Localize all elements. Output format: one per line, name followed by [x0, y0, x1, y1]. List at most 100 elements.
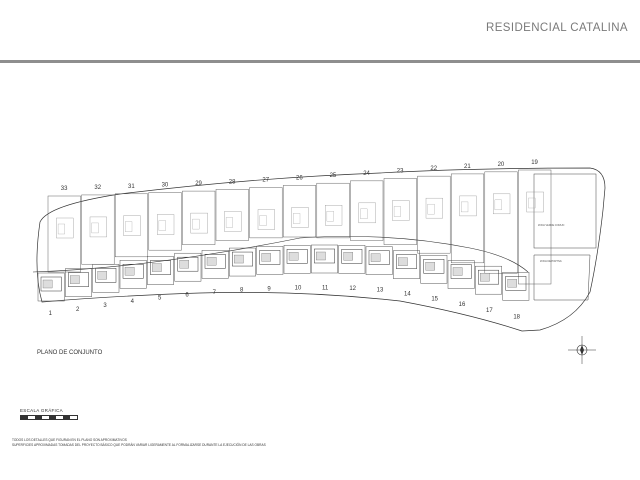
house-footprint [368, 250, 390, 265]
house-footprint [257, 209, 275, 230]
plot-number: 7 [213, 290, 217, 296]
plot-upper: 32 [81, 185, 115, 265]
house-footprint [505, 276, 527, 291]
plot-lower: 5 [147, 256, 174, 301]
plot-number: 23 [397, 168, 404, 174]
plot-lower: 15 [420, 255, 448, 303]
house-footprint [122, 264, 144, 279]
house-footprint [259, 250, 281, 265]
plot-lower: 2 [65, 268, 92, 313]
plot-number: 26 [296, 175, 303, 181]
house-footprint [478, 269, 499, 285]
plot-lower: 7 [201, 250, 229, 296]
plot-number: 15 [431, 297, 438, 303]
house-footprint [526, 191, 544, 213]
plot-lower: 6 [174, 252, 202, 298]
plot-upper: 28 [215, 179, 249, 241]
plot-number: 22 [430, 166, 437, 172]
plot-lower: 18 [502, 272, 530, 320]
plot-lower: 10 [283, 245, 311, 291]
plot-upper: 31 [114, 184, 149, 258]
house-footprint [450, 264, 472, 279]
plot-number: 32 [94, 185, 101, 191]
house-footprint [204, 254, 226, 269]
plot-lower: 14 [393, 250, 420, 298]
plot-upper: 33 [47, 186, 81, 273]
north-arrow-icon [568, 336, 596, 364]
plot-upper: 26 [282, 175, 317, 238]
house-footprint [396, 254, 417, 269]
plot-upper: 21 [450, 164, 485, 264]
plot-lower: 13 [365, 246, 393, 293]
plan-title: PLANO DE CONJUNTO [37, 350, 103, 356]
house-footprint [150, 260, 171, 275]
house-footprint [314, 248, 335, 264]
plot-number: 18 [513, 314, 520, 320]
plot-number: 1 [49, 311, 53, 317]
plot-number: 11 [322, 285, 329, 291]
house-footprint [56, 217, 74, 239]
note-line: SUPERFICIES APROXIMADAS TOMADAS DEL PROY… [12, 443, 266, 447]
plot-upper: 19 [518, 160, 552, 285]
plot-lower: 11 [311, 244, 338, 291]
plot-lower: 8 [229, 247, 256, 294]
house-footprint [286, 249, 308, 264]
house-footprint [425, 197, 443, 219]
plot-number: 19 [531, 160, 538, 166]
plot-number: 31 [128, 184, 135, 190]
plot-number: 33 [61, 186, 68, 192]
plot-lower: 1 [37, 272, 65, 317]
house-footprint [123, 215, 141, 236]
zone-label-green: ZONA VERDE COMUN [538, 224, 564, 227]
house-footprint [40, 276, 62, 292]
house-footprint [392, 200, 410, 221]
plot-lower: 17 [475, 265, 502, 314]
notes-block: TODOS LOS DETALLES QUE FIGURAN EN EL PLA… [12, 438, 266, 448]
plot-lower: 16 [447, 260, 475, 308]
plot-upper: 27 [249, 178, 283, 239]
plot-number: 16 [459, 302, 466, 308]
plot-number: 13 [377, 287, 384, 293]
plot-number: 12 [349, 286, 356, 292]
house-footprint [493, 193, 511, 215]
house-footprint [190, 212, 208, 234]
house-footprint [177, 256, 199, 272]
house-footprint [325, 205, 343, 226]
plot-number: 20 [498, 162, 505, 168]
house-footprint [157, 214, 175, 235]
plot-upper: 22 [417, 166, 451, 254]
house-footprint [89, 216, 107, 238]
plot-upper: 29 [182, 181, 216, 245]
plot-upper: 25 [316, 173, 350, 239]
plot-number: 4 [131, 299, 135, 305]
plot-upper: 23 [383, 168, 417, 245]
plot-number: 10 [295, 285, 302, 291]
sports-zone [533, 254, 591, 301]
scale-title: ESCALA GRÁFICA [20, 408, 63, 413]
plot-number: 21 [464, 164, 471, 170]
house-footprint [423, 259, 445, 274]
house-footprint [224, 211, 242, 232]
page-title: RESIDENCIAL CATALINA [486, 22, 628, 34]
note-line: TODOS LOS DETALLES QUE FIGURAN EN EL PLA… [12, 438, 127, 442]
house-footprint [232, 251, 253, 267]
plot-number: 5 [158, 295, 162, 301]
plot-number: 27 [262, 178, 269, 184]
title-divider [0, 60, 640, 63]
house-footprint [358, 202, 376, 224]
plot-lower: 9 [256, 246, 284, 292]
house-footprint [291, 207, 309, 228]
graphic-scale-bar [20, 415, 78, 420]
plot-number: 28 [229, 179, 236, 185]
house-footprint [341, 249, 363, 264]
plot-upper: 24 [350, 171, 384, 241]
plot-number: 17 [486, 308, 493, 314]
plot-number: 29 [195, 181, 202, 187]
site-outline [36, 167, 606, 332]
plot-number: 9 [267, 286, 271, 292]
zone-label-sports: ZONA DEPORTIVA [540, 260, 562, 263]
plot-number: 2 [76, 307, 80, 313]
green-zone [533, 173, 597, 249]
plot-number: 8 [240, 288, 244, 294]
